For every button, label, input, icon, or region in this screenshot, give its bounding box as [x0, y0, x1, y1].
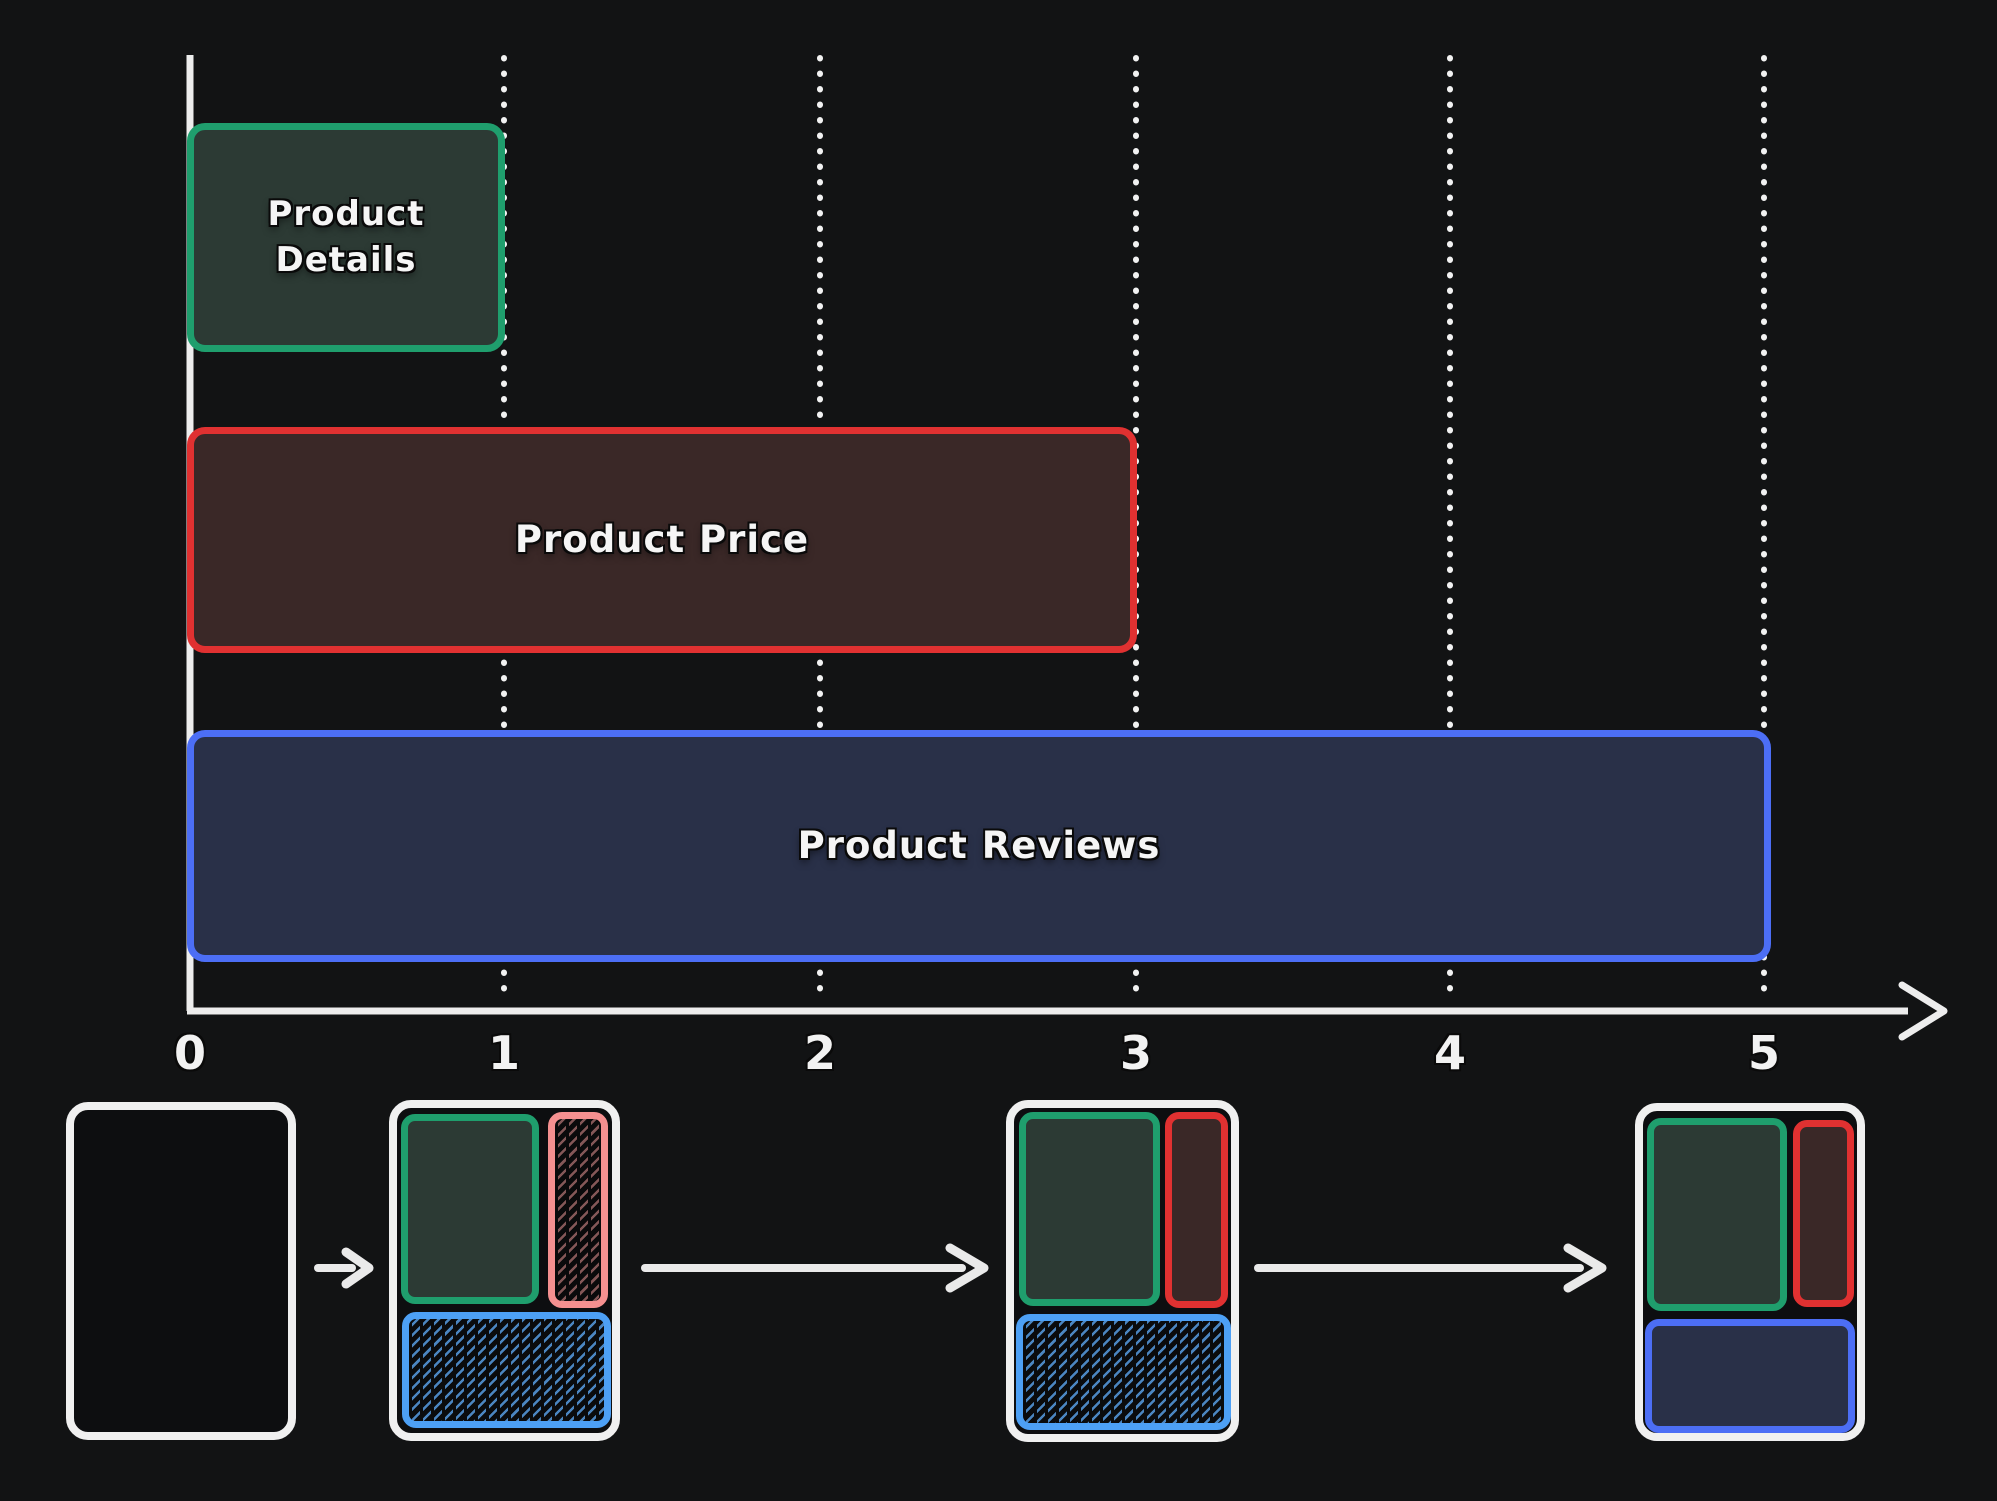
- frame2-reviews-skeleton-rect: [402, 1312, 611, 1428]
- frame2-price-skeleton-rect: [548, 1112, 608, 1308]
- bar-product-details-label: Product Details: [267, 193, 425, 280]
- storyboard-frame-2: [389, 1100, 620, 1441]
- frame4-reviews-rect: [1645, 1319, 1855, 1433]
- x-axis-arrowhead-icon: [1898, 981, 1948, 1041]
- tick-label-5: 5: [1747, 1026, 1780, 1080]
- bar-product-reviews-label: Product Reviews: [797, 824, 1161, 868]
- arrow-3-head-icon: [1563, 1243, 1607, 1293]
- frame2-details-rect: [401, 1114, 539, 1304]
- bar-product-price-label: Product Price: [514, 518, 810, 562]
- tick-label-4: 4: [1433, 1026, 1466, 1080]
- arrow-1-head-icon: [341, 1247, 374, 1289]
- arrow-2-head-icon: [945, 1243, 989, 1293]
- tick-label-3: 3: [1119, 1026, 1152, 1080]
- frame3-details-rect: [1019, 1112, 1160, 1306]
- frame4-price-rect: [1793, 1120, 1854, 1307]
- frame4-details-rect: [1647, 1118, 1787, 1311]
- tick-label-0: 0: [173, 1026, 206, 1080]
- frame3-price-rect: [1165, 1112, 1228, 1308]
- frame3-reviews-skeleton-rect: [1016, 1314, 1231, 1430]
- bar-product-reviews: Product Reviews: [187, 730, 1771, 962]
- tick-label-1: 1: [487, 1026, 520, 1080]
- bar-product-price: Product Price: [187, 427, 1137, 653]
- storyboard-frame-4: [1635, 1103, 1865, 1441]
- tick-label-2: 2: [803, 1026, 836, 1080]
- bar-product-details: Product Details: [187, 123, 505, 352]
- storyboard-frame-1-empty: [66, 1102, 296, 1440]
- storyboard-frame-3: [1006, 1100, 1239, 1442]
